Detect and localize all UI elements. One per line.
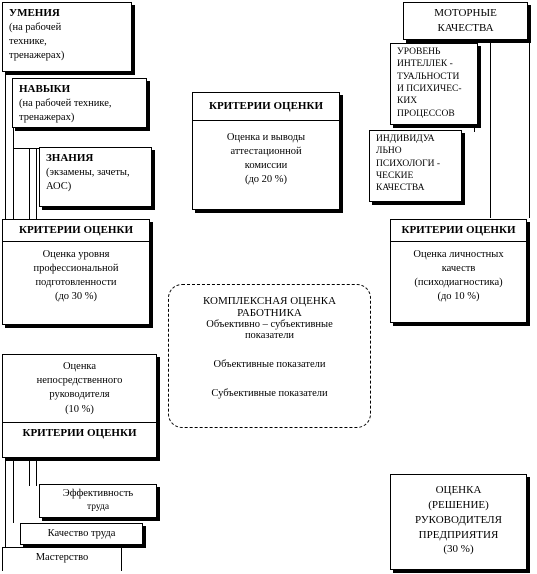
complex-line: Объективно – субъективные	[206, 319, 333, 330]
mastery-label: Мастерство	[35, 552, 89, 563]
connector-line	[5, 72, 6, 220]
habits-title: НАВЫКИ	[19, 83, 71, 95]
criteria-line: (до 20 %)	[244, 174, 288, 186]
supervisor-line: (10 %)	[65, 403, 94, 415]
habits-line: тренажерах)	[19, 112, 75, 124]
knowledge-line: (экзамены, зачеты,	[46, 166, 130, 178]
work-quality-box: Качество труда	[20, 523, 143, 545]
personal-criteria-box: КРИТЕРИИ ОЦЕНКИ Оценка личностных качест…	[390, 219, 527, 323]
connector-line	[36, 458, 37, 486]
connector-line	[490, 40, 491, 218]
complex-line: показатели	[244, 330, 295, 341]
intellect-line: УРОВЕНЬ	[397, 47, 441, 57]
criteria-line: Оценка уровня	[42, 248, 110, 260]
director-line: РУКОВОДИТЕЛЯ	[415, 513, 502, 526]
connector-line	[5, 458, 6, 548]
connector-line	[13, 148, 39, 149]
connector-line	[29, 148, 30, 220]
criteria-header: КРИТЕРИИ ОЦЕНКИ	[3, 220, 149, 242]
skills-line: (на рабочей	[9, 21, 62, 33]
skills-line: тренажерах)	[9, 50, 65, 62]
efficiency-line: труда	[86, 502, 110, 513]
skills-box: УМЕНИЯ (на рабочей технике, тренажерах)	[2, 2, 132, 72]
intellect-box: УРОВЕНЬ ИНТЕЛЛЕК - ТУАЛЬНОСТИ И ПСИХИЧЕС…	[390, 43, 478, 125]
connector-line	[13, 458, 14, 523]
criteria-line: Оценка личностных	[413, 248, 504, 260]
commission-criteria-box: КРИТЕРИИ ОЦЕНКИ Оценка и выводы аттестац…	[192, 92, 340, 210]
criteria-line: (до 30 %)	[54, 291, 98, 303]
connector-line	[29, 458, 30, 486]
criteria-line: Оценка и выводы	[226, 131, 306, 143]
individual-line: ЧЕСКИЕ	[376, 171, 414, 182]
skills-title: УМЕНИЯ	[9, 7, 60, 19]
director-line: (30 %)	[443, 543, 474, 556]
intellect-line: ТУАЛЬНОСТИ	[397, 71, 460, 82]
knowledge-box: ЗНАНИЯ (экзамены, зачеты, АОС)	[39, 147, 152, 207]
intellect-line: КИХ	[397, 96, 418, 107]
knowledge-title: ЗНАНИЯ	[46, 152, 94, 164]
motor-line: МОТОРНЫЕ	[434, 7, 497, 19]
mastery-box: Мастерство	[2, 547, 122, 571]
intellect-line: ПРОЦЕССОВ	[397, 108, 455, 119]
intellect-line: И ПСИХИЧЕС-	[397, 84, 462, 95]
complex-title: РАБОТНИКА	[237, 307, 302, 319]
criteria-header: КРИТЕРИИ ОЦЕНКИ	[391, 220, 526, 242]
complex-evaluation-box: КОМПЛЕКСНАЯ ОЦЕНКА РАБОТНИКА Объективно …	[168, 284, 371, 428]
individual-line: ИНДИВИДУА	[376, 134, 435, 144]
supervisor-line: руководителя	[49, 389, 110, 401]
individual-psych-box: ИНДИВИДУА ЛЬНО ПСИХОЛОГИ - ЧЕСКИЕ КАЧЕСТ…	[369, 130, 462, 202]
connector-line	[36, 148, 37, 220]
individual-line: КАЧЕСТВА	[376, 183, 425, 194]
motor-line: КАЧЕСТВА	[437, 21, 494, 34]
director-line: ПРЕДПРИЯТИЯ	[418, 528, 499, 541]
efficiency-box: Эффективность труда	[39, 484, 157, 518]
criteria-line: (психодиагностика)	[414, 277, 503, 289]
motor-qualities-box: МОТОРНЫЕ КАЧЕСТВА	[403, 2, 528, 40]
knowledge-line: АОС)	[46, 181, 72, 193]
intellect-line: ИНТЕЛЛЕК -	[397, 59, 453, 70]
work-quality-label: Качество труда	[47, 528, 116, 539]
complex-title: КОМПЛЕКСНАЯ ОЦЕНКА	[202, 295, 337, 307]
connector-line	[529, 40, 530, 218]
professional-criteria-box: КРИТЕРИИ ОЦЕНКИ Оценка уровня профессион…	[2, 219, 150, 325]
criteria-header: КРИТЕРИИ ОЦЕНКИ	[193, 93, 339, 121]
connector-line	[474, 120, 475, 132]
criteria-line: комиссии	[244, 160, 288, 172]
individual-line: ПСИХОЛОГИ -	[376, 158, 441, 169]
complex-line: Субъективные показатели	[211, 388, 328, 399]
criteria-line: подготовленности	[35, 277, 117, 289]
director-line: (РЕШЕНИЕ)	[428, 498, 489, 511]
supervisor-evaluation-box: Оценка непосредственного руководителя (1…	[2, 354, 157, 458]
criteria-header: КРИТЕРИИ ОЦЕНКИ	[3, 421, 156, 444]
individual-line: ЛЬНО	[376, 146, 402, 157]
connector-line	[13, 120, 14, 220]
habits-line: (на рабочей технике,	[19, 97, 112, 109]
criteria-line: профессиональной	[33, 263, 119, 275]
supervisor-line: непосредственного	[36, 375, 123, 387]
efficiency-line: Эффективность	[62, 488, 134, 499]
criteria-line: (до 10 %)	[437, 291, 480, 303]
director-decision-box: ОЦЕНКА (РЕШЕНИЕ) РУКОВОДИТЕЛЯ ПРЕДПРИЯТИ…	[390, 474, 527, 570]
skills-line: технике,	[9, 36, 47, 48]
supervisor-line: Оценка	[62, 361, 97, 372]
habits-box: НАВЫКИ (на рабочей технике, тренажерах)	[12, 78, 147, 128]
criteria-line: аттестационной	[230, 146, 302, 158]
director-line: ОЦЕНКА	[435, 484, 482, 496]
complex-line: Объективные показатели	[213, 359, 326, 370]
criteria-line: качеств	[441, 263, 476, 275]
